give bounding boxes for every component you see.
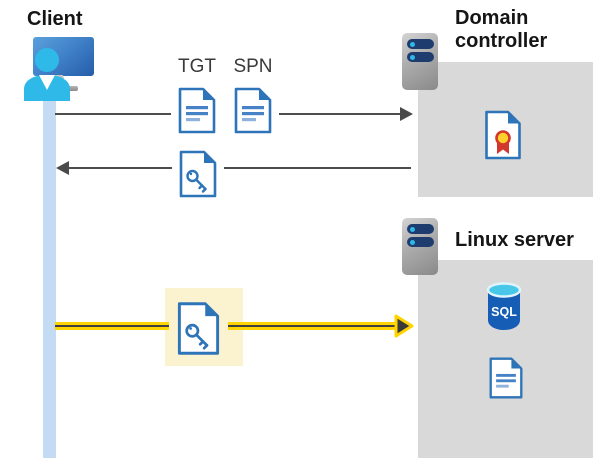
- linux-server-icon: [402, 218, 438, 275]
- tgt-document-icon: [178, 87, 216, 134]
- certificate-icon: [485, 110, 521, 160]
- domain-controller-server-icon: [402, 33, 438, 90]
- user-icon: [24, 48, 70, 101]
- keytab-arrow-head-icon: [394, 314, 414, 338]
- key-document-icon: [179, 150, 217, 198]
- client-lifeline: [43, 92, 56, 458]
- keytab-document-icon: [489, 357, 523, 399]
- svg-text:SQL: SQL: [491, 305, 517, 319]
- spn-label: SPN: [233, 56, 273, 77]
- sql-database-icon: SQL: [486, 282, 522, 330]
- arrow-left-icon: [56, 161, 69, 175]
- key-document-wrap: [172, 147, 224, 206]
- highlighted-key-document-wrap: [169, 297, 228, 365]
- arrow-right-icon: [400, 107, 413, 121]
- highlighted-key-document-icon: [177, 302, 220, 355]
- tgt-label: TGT: [178, 56, 216, 77]
- domain-controller-title: Domain controller: [455, 7, 548, 52]
- client-title: Client: [27, 8, 83, 30]
- response-arrow-line: [62, 167, 411, 169]
- spn-document-icon: [234, 87, 272, 134]
- ticket-documents: [171, 83, 279, 138]
- linux-server-title: Linux server: [455, 229, 574, 251]
